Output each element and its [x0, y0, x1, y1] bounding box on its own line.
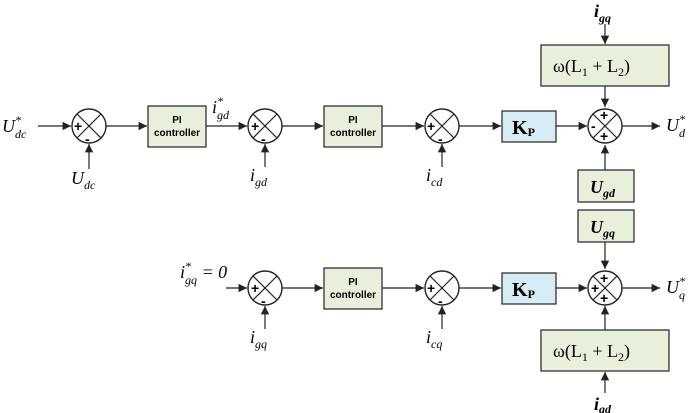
sum7-plus-left: + [591, 280, 599, 296]
summing-junction-3: + - [424, 108, 460, 147]
svg-text:PI: PI [172, 115, 182, 126]
summing-junction-7: + + + [587, 270, 623, 306]
ud-ref-label: U*d [666, 112, 686, 140]
svg-text:controller: controller [330, 128, 376, 139]
summing-junction-4: + - + [587, 107, 623, 144]
sum3-minus: - [438, 131, 443, 147]
ugq-block: Ugq [577, 209, 635, 243]
icq-feedback-label: icq [426, 327, 442, 351]
svg-text:KP: KP [512, 117, 535, 139]
svg-text:ω(L1 + L2): ω(L1 + L2) [553, 341, 630, 364]
udc-feedback-label: Udc [71, 168, 96, 192]
svg-text:PI: PI [348, 115, 358, 126]
igq-top-label: igq [594, 1, 611, 25]
pi-controller-1: PI controller [147, 105, 207, 148]
ugd-block: Ugd [577, 169, 635, 203]
uq-ref-label: U*q [666, 274, 685, 302]
pi-controller-3: PI controller [323, 267, 383, 310]
sum6-plus: + [427, 280, 435, 296]
sum1-minus: - [85, 131, 90, 147]
pi-controller-2: PI controller [323, 105, 383, 148]
sum1-plus: + [74, 118, 82, 134]
summing-junction-6: + - [424, 270, 460, 309]
igd-feedback-label: igd [250, 165, 268, 189]
sum3-plus: + [427, 118, 435, 134]
sum2-plus: + [251, 118, 259, 134]
svg-text:Ugq: Ugq [590, 217, 615, 240]
sum4-plus-bottom: + [600, 128, 608, 144]
svg-text:controller: controller [330, 290, 376, 301]
kp-gain-1: KP [501, 110, 557, 143]
sum7-plus-bottom: + [600, 290, 608, 306]
sum7-plus-top: + [600, 270, 608, 286]
sum4-minus: - [591, 118, 596, 134]
svg-text:PI: PI [348, 277, 358, 288]
svg-text:controller: controller [154, 128, 200, 139]
svg-text:ω(L1 + L2): ω(L1 + L2) [553, 56, 630, 79]
svg-text:Ugd: Ugd [590, 177, 616, 200]
igd-ref-label: i*gd [212, 94, 230, 122]
summing-junction-5: + - [247, 270, 283, 309]
igq-feedback-label: igq [250, 327, 267, 351]
sum4-plus-top: + [600, 107, 608, 123]
kp-gain-2: KP [501, 272, 557, 305]
omega-l1-l2-block-bottom: ω(L1 + L2) [540, 329, 670, 372]
udc-ref-label: U*dc [2, 113, 27, 141]
sum5-minus: - [261, 293, 266, 309]
summing-junction-1: + - [71, 108, 107, 147]
omega-l1-l2-block-top: ω(L1 + L2) [540, 44, 670, 87]
igd-bottom-label: igd [594, 394, 612, 413]
sum5-plus: + [251, 280, 259, 296]
igq-ref-label: i*gq = 0 [180, 259, 227, 287]
sum6-minus: - [438, 293, 443, 309]
svg-text:KP: KP [512, 279, 535, 301]
summing-junction-2: + - [247, 108, 283, 147]
icd-feedback-label: icd [426, 165, 443, 189]
sum2-minus: - [261, 131, 266, 147]
